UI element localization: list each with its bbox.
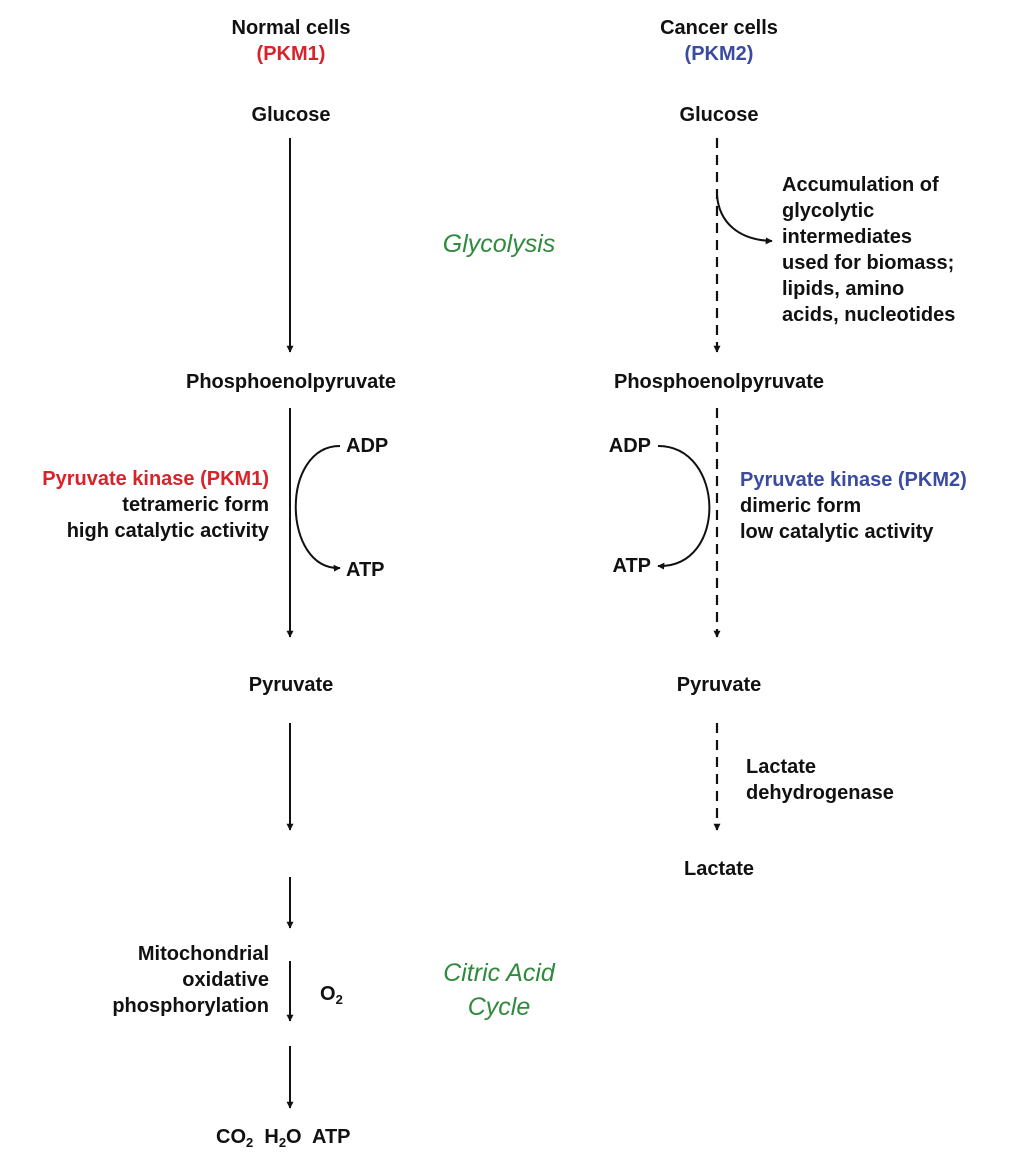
glycolysis-stage-label: Glycolysis [442, 230, 556, 258]
oxygen-label: O2 [320, 983, 343, 1007]
atp-product-label: ATP [311, 1126, 351, 1148]
pkm2-activity: low catalytic activity [740, 521, 934, 543]
pkm1-activity: high catalytic activity [66, 520, 269, 542]
cancer-atp-label: ATP [612, 555, 651, 577]
normal-cells-title: Normal cells [231, 17, 351, 39]
cancer-pyruvate-label: Pyruvate [676, 674, 762, 696]
products-label: CO2 H2O ATP [216, 1124, 351, 1150]
pkm2-form: dimeric form [740, 495, 862, 517]
pkm1-enzyme-name: Pyruvate kinase (PKM1) [42, 468, 269, 490]
mito-oxphos-label: Mitochondrial oxidative phosphorylation [112, 943, 269, 1017]
normal-adp-label: ADP [346, 435, 389, 457]
h2o-label: H2O [264, 1126, 302, 1150]
normal-pep-label: Phosphoenolpyruvate [185, 371, 397, 393]
cancer-cells-isoform: (PKM2) [684, 43, 754, 65]
co2-label: CO2 [216, 1126, 254, 1150]
pkm2-enzyme-name: Pyruvate kinase (PKM2) [740, 469, 967, 491]
ldh-label: Lactate dehydrogenase [746, 756, 894, 804]
cancer-adp-label: ADP [608, 435, 651, 457]
pkm1-form: tetrameric form [122, 494, 269, 516]
normal-cells-isoform: (PKM1) [256, 43, 326, 65]
lactate-label: Lactate [683, 858, 755, 880]
normal-glucose-label: Glucose [251, 104, 331, 126]
cancer-enzyme-label: Pyruvate kinase (PKM2) dimeric form low … [740, 467, 967, 545]
biomass-branch-label: Accumulation of glycolytic intermediates… [782, 174, 956, 326]
normal-enzyme-label: Pyruvate kinase (PKM1) tetrameric form h… [42, 466, 269, 544]
cancer-cells-title: Cancer cells [660, 17, 778, 39]
arrow-adp-to-atp-normal [294, 445, 341, 572]
arrow-adp-to-atp-cancer [657, 445, 711, 570]
normal-pyruvate-label: Pyruvate [248, 674, 334, 696]
citric-acid-cycle-stage-label: Citric Acid Cycle [443, 959, 555, 1021]
arrow-branch-to-biomass [716, 194, 773, 245]
normal-atp-label: ATP [346, 559, 385, 581]
cancer-pep-label: Phosphoenolpyruvate [613, 371, 825, 393]
cancer-glucose-label: Glucose [679, 104, 759, 126]
